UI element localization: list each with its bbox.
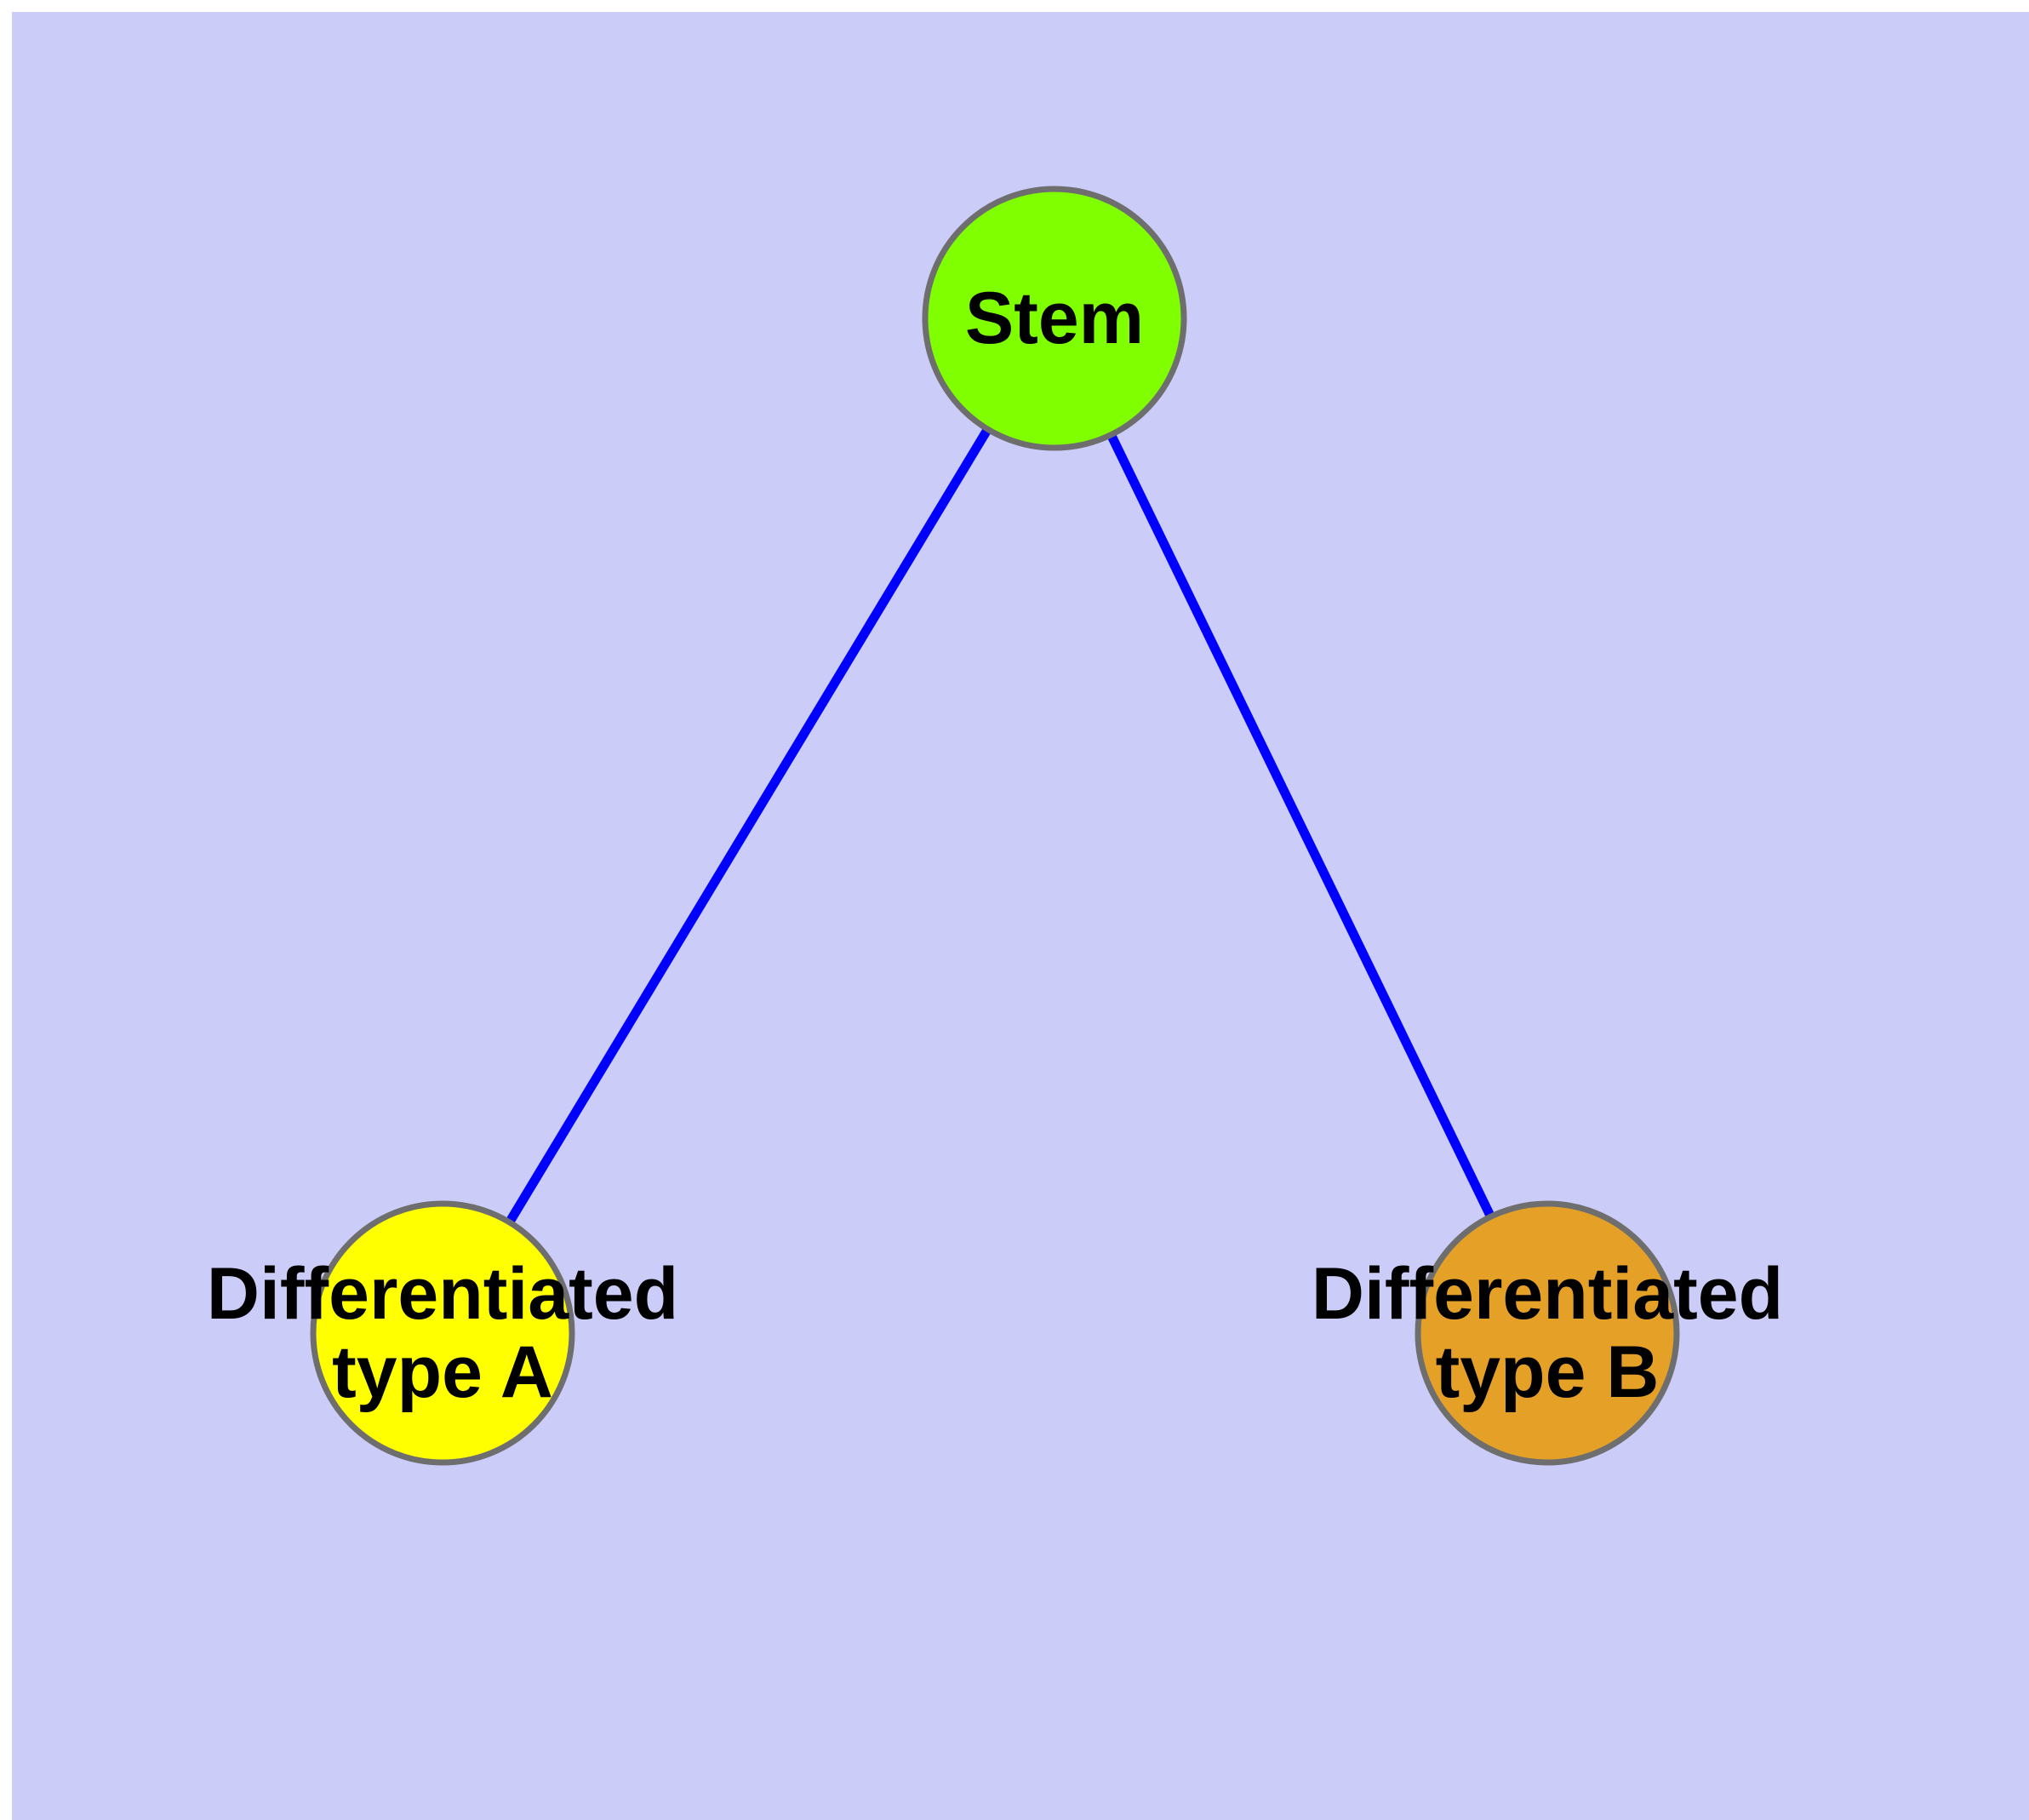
graph-edge-stem-to-diff-a[interactable] xyxy=(438,316,1059,1336)
graph-node-diff_a[interactable] xyxy=(310,1200,575,1466)
graph-node-diff_b[interactable] xyxy=(1415,1200,1680,1466)
node-label-line: type B xyxy=(1436,1331,1660,1413)
graph-node-stem[interactable] xyxy=(922,186,1187,451)
edge-layer xyxy=(438,316,1552,1336)
node-label-stem: Stem xyxy=(965,278,1144,359)
node-label-line: Differentiated xyxy=(1312,1253,1783,1335)
node-label-line: type A xyxy=(332,1331,553,1413)
node-circle-diff_b[interactable] xyxy=(1415,1200,1680,1466)
node-circle-stem[interactable] xyxy=(922,186,1187,451)
graph-edge-stem-to-diff-b[interactable] xyxy=(1050,316,1552,1336)
node-label-line: Stem xyxy=(965,278,1144,359)
node-label-line: Differentiated xyxy=(207,1253,678,1335)
node-circle-diff_a[interactable] xyxy=(310,1200,575,1466)
node-layer xyxy=(310,186,1680,1466)
